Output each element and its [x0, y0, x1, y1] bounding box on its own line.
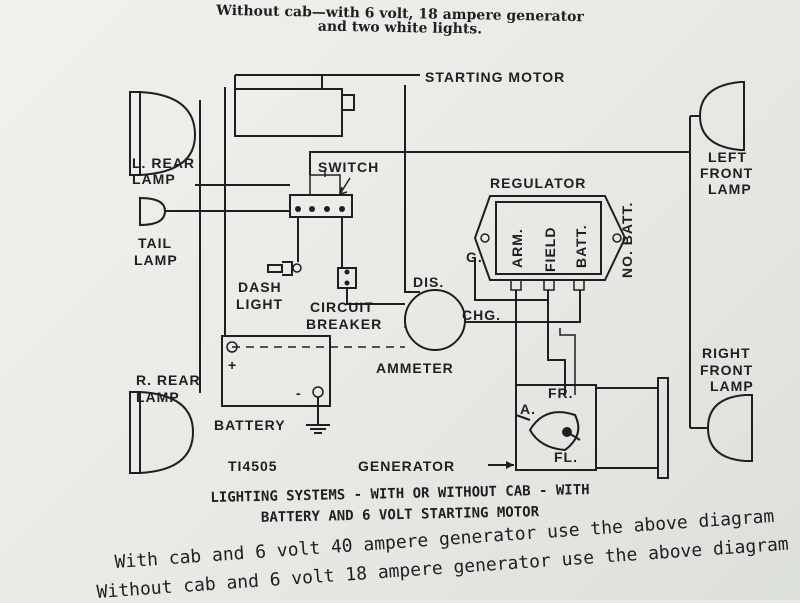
wiring — [165, 74, 708, 469]
label-code: TI4505 — [228, 458, 278, 474]
label-left-front-lamp-3: LAMP — [708, 181, 752, 197]
starting-motor — [234, 74, 420, 137]
generator — [515, 377, 669, 479]
label-l-rear-lamp-2: LAMP — [132, 171, 176, 187]
label-left-front-lamp-1: LEFT — [708, 149, 747, 165]
label-dash-light-2: LIGHT — [236, 296, 283, 312]
right-front-lamp — [706, 394, 753, 462]
dash-light — [267, 261, 302, 276]
left-front-lamp — [698, 81, 745, 151]
label-r-rear-lamp-1: R. REAR — [136, 372, 201, 388]
label-generator: GENERATOR — [358, 458, 455, 474]
label-right-front-lamp-1: RIGHT — [702, 345, 751, 361]
label-ammeter: AMMETER — [376, 360, 454, 376]
label-fl: FL. — [554, 449, 578, 465]
label-starting-motor: STARTING MOTOR — [425, 69, 565, 85]
label-fr: FR. — [548, 385, 574, 401]
label-field: FIELD — [542, 227, 558, 272]
tail-lamp — [139, 196, 167, 227]
circuit-breaker — [337, 267, 357, 289]
l-rear-lamp — [129, 91, 197, 176]
label-circuit-breaker-1: CIRCUIT — [310, 299, 374, 315]
label-right-front-lamp-3: LAMP — [710, 378, 754, 394]
label-left-front-lamp-2: FRONT — [700, 165, 753, 181]
label-tail-lamp-2: LAMP — [134, 252, 178, 268]
label-tail-lamp-1: TAIL — [138, 235, 172, 251]
label-g: G. — [466, 249, 483, 265]
label-battery: BATTERY — [214, 417, 286, 433]
switch — [289, 174, 353, 218]
label-dash-light-1: DASH — [238, 279, 282, 295]
label-a: A. — [520, 401, 536, 417]
label-l-rear-lamp-1: L. REAR — [132, 155, 195, 171]
label-plus: + — [228, 357, 237, 373]
label-minus: - — [296, 385, 302, 401]
r-rear-lamp — [129, 391, 195, 474]
regulator — [473, 195, 627, 291]
label-dis: DIS. — [413, 274, 444, 290]
label-arm: ARM. — [509, 228, 525, 268]
label-batt: BATT. — [573, 224, 589, 268]
label-no-batt: NO. BATT. — [619, 202, 635, 278]
label-chg: CHG. — [462, 307, 501, 323]
label-switch: SWITCH — [318, 159, 379, 175]
label-regulator: REGULATOR — [490, 175, 586, 191]
label-circuit-breaker-2: BREAKER — [306, 316, 382, 332]
label-r-rear-lamp-2: LAMP — [136, 389, 180, 405]
ammeter — [404, 289, 466, 351]
label-right-front-lamp-2: FRONT — [700, 362, 753, 378]
